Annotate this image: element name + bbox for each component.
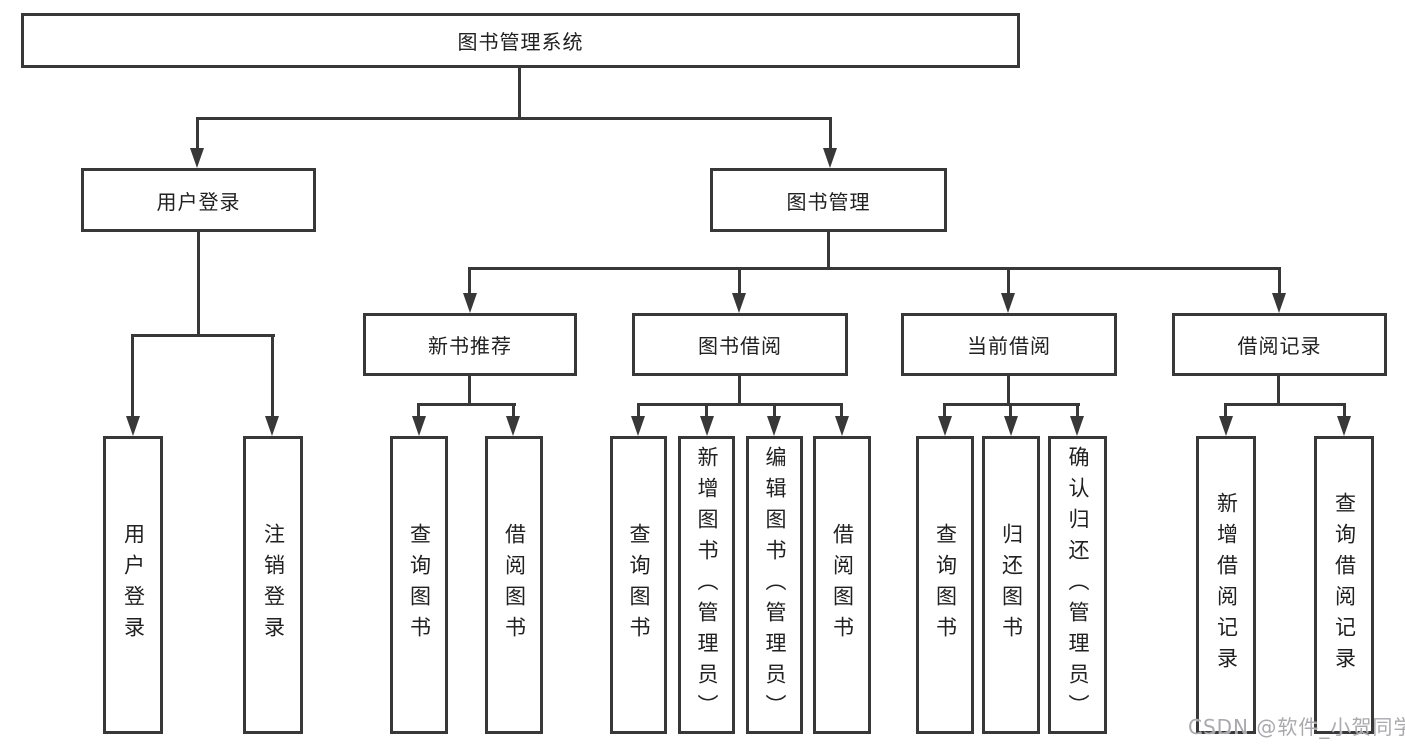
connector-line (1224, 403, 1346, 406)
connector-line (518, 66, 521, 119)
arrow-down-icon (506, 416, 520, 436)
node-root-system: 图书管理系统 (21, 13, 1020, 68)
connector-line (637, 403, 843, 406)
node-current-borrow: 当前借阅 (901, 313, 1117, 376)
arrow-down-icon (1219, 416, 1233, 436)
leaf-confirm-return-admin: 确认归还（管理员） (1048, 436, 1107, 734)
leaf-query-books: 查询图书 (916, 436, 974, 734)
connector-line (705, 403, 708, 418)
connector-line (131, 334, 275, 337)
leaf-user-login: 用户登录 (103, 436, 163, 734)
arrow-down-icon (190, 148, 204, 168)
connector-line (773, 403, 776, 418)
leaf-return-books: 归还图书 (982, 436, 1040, 734)
connector-line (131, 334, 134, 418)
connector-line (271, 334, 274, 418)
connector-line (738, 267, 741, 295)
node-book-borrow: 图书借阅 (632, 313, 848, 376)
arrow-down-icon (1001, 293, 1015, 313)
arrow-down-icon (700, 416, 714, 436)
arrow-down-icon (126, 416, 140, 436)
connector-line (1224, 403, 1227, 418)
node-user-login: 用户登录 (81, 168, 316, 232)
connector-line (827, 230, 830, 270)
node-new-book-recommend: 新书推荐 (363, 313, 577, 376)
connector-line (512, 403, 515, 418)
arrow-down-icon (1337, 416, 1351, 436)
connector-line (1343, 403, 1346, 418)
arrow-down-icon (835, 416, 849, 436)
connector-line (1076, 403, 1079, 418)
connector-line (637, 403, 640, 418)
arrow-down-icon (767, 416, 781, 436)
connector-line (196, 117, 832, 120)
connector-line (468, 267, 1281, 270)
arrow-down-icon (823, 148, 837, 168)
leaf-logout: 注销登录 (243, 436, 303, 734)
connector-line (738, 374, 741, 406)
connector-line (1278, 267, 1281, 295)
leaf-add-borrow-record: 新增借阅记录 (1196, 436, 1256, 734)
arrow-down-icon (1272, 293, 1286, 313)
node-book-management: 图书管理 (710, 168, 947, 232)
connector-line (417, 403, 516, 406)
connector-line (1007, 374, 1010, 406)
connector-line (417, 403, 420, 418)
arrow-down-icon (732, 293, 746, 313)
node-borrow-records: 借阅记录 (1172, 313, 1387, 376)
arrow-down-icon (1004, 416, 1018, 436)
leaf-query-books: 查询图书 (610, 436, 667, 734)
arrow-down-icon (1070, 416, 1084, 436)
arrow-down-icon (463, 293, 477, 313)
connector-line (829, 117, 832, 150)
connector-line (468, 267, 471, 295)
leaf-query-books: 查询图书 (390, 436, 448, 734)
connector-line (468, 374, 471, 406)
arrow-down-icon (265, 416, 279, 436)
leaf-edit-books-admin: 编辑图书（管理员） (746, 436, 803, 734)
connector-line (943, 403, 946, 418)
arrow-down-icon (938, 416, 952, 436)
leaf-add-books-admin: 新增图书（管理员） (678, 436, 735, 734)
connector-line (1007, 267, 1010, 295)
connector-line (197, 230, 200, 337)
connector-line (196, 117, 199, 150)
leaf-borrow-books: 借阅图书 (485, 436, 543, 734)
arrow-down-icon (412, 416, 426, 436)
leaf-borrow-books: 借阅图书 (813, 436, 871, 734)
connector-line (1009, 403, 1012, 418)
csdn-watermark: CSDN @软件_小贺同学 (1188, 715, 1405, 739)
connector-line (1277, 374, 1280, 406)
arrow-down-icon (631, 416, 645, 436)
connector-line (840, 403, 843, 418)
leaf-query-borrow-record: 查询借阅记录 (1314, 436, 1374, 734)
